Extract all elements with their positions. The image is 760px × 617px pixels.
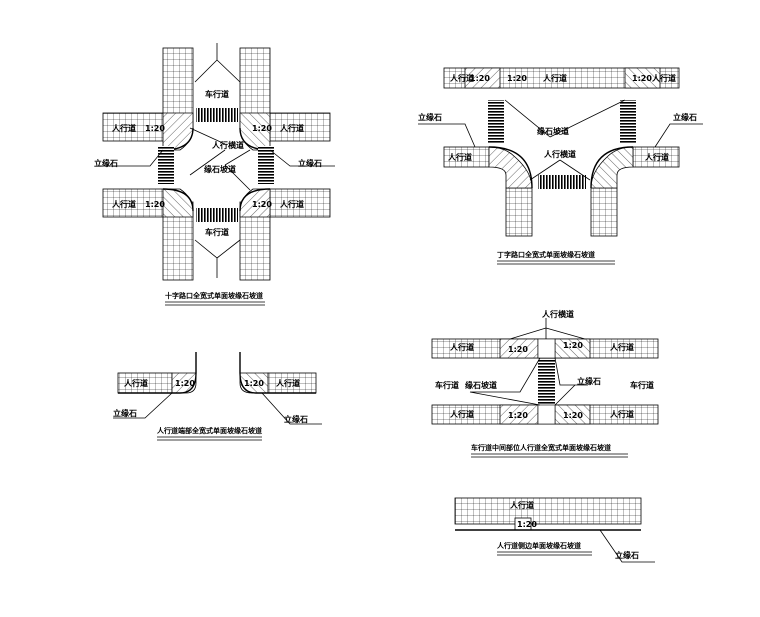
cross-slope-label-w2: 1:20 bbox=[145, 200, 165, 209]
end-sidewalk-label-2: 人行道 bbox=[276, 378, 300, 388]
cross-sidewalk-label-w2: 人行道 bbox=[112, 199, 136, 209]
mid-curb-ramp-label: 缘石坡道 bbox=[465, 380, 497, 390]
tee-slope-label-2: 1:20 bbox=[507, 74, 527, 83]
end-slope-label-2: 1:20 bbox=[244, 379, 264, 388]
mid-title: 车行道中间部位人行道全宽式单面坡缘石坡道 bbox=[471, 443, 611, 452]
tee-title: 丁字路口全宽式单面坡缘石坡道 bbox=[497, 250, 595, 259]
cross-carriageway-label-n: 车行道 bbox=[205, 89, 229, 99]
cross-title: 十字路口全宽式单面坡缘石坡道 bbox=[165, 291, 263, 300]
cross-curb-label-e: 立缘石 bbox=[298, 158, 322, 168]
mid-sidewalk-label-3: 人行道 bbox=[450, 409, 474, 419]
tee-curb-label-e: 立缘石 bbox=[673, 112, 697, 122]
tee-sidewalk-label-3: 人行道 bbox=[652, 73, 676, 83]
sidewalk-side-diagram: 人行道 1:20 立缘石 人行道侧边单面坡缘石坡道 bbox=[454, 497, 655, 563]
tee-curb-ramp-label: 缘石坡道 bbox=[537, 126, 569, 136]
cross-slope-label-e2: 1:20 bbox=[252, 200, 272, 209]
mid-sidewalk-label-4: 人行道 bbox=[610, 409, 634, 419]
end-title: 人行道端部全宽式单面坡缘石坡道 bbox=[157, 426, 262, 435]
end-curb-label-2: 立缘石 bbox=[284, 414, 308, 424]
side-curb-label: 立缘石 bbox=[615, 550, 639, 560]
cross-sidewalk-label-e2: 人行道 bbox=[280, 199, 304, 209]
mid-block-diagram: 人行横道 人行道 人行道 人行道 人行道 1:20 1:20 1:20 1:20… bbox=[431, 309, 659, 458]
mid-slope-label-3: 1:20 bbox=[508, 411, 528, 420]
tee-slope-label-1: 1:20 bbox=[470, 74, 490, 83]
tee-slope-label-3: 1:20 bbox=[632, 74, 652, 83]
side-title: 人行道侧边单面坡缘石坡道 bbox=[497, 541, 581, 550]
tee-sidewalk-label-5: 人行道 bbox=[645, 152, 669, 162]
end-sidewalk-label-1: 人行道 bbox=[124, 378, 148, 388]
tee-sidewalk-label-4: 人行道 bbox=[448, 152, 472, 162]
mid-slope-label-2: 1:20 bbox=[563, 341, 583, 350]
tee-sidewalk-label-2: 人行道 bbox=[543, 73, 567, 83]
t-intersection-diagram: 人行道 人行道 人行道 1:20 1:20 1:20 人行道 人行道 立缘石 立… bbox=[418, 67, 703, 265]
mid-sidewalk-label-1: 人行道 bbox=[450, 342, 474, 352]
tee-crosswalk-label: 人行横道 bbox=[544, 149, 576, 159]
tee-curb-label-w: 立缘石 bbox=[418, 112, 442, 122]
end-slope-label-1: 1:20 bbox=[175, 379, 195, 388]
cross-crosswalk-label: 人行横道 bbox=[212, 140, 244, 150]
mid-carriageway-label-2: 车行道 bbox=[630, 380, 654, 390]
cross-curb-label-w: 立缘石 bbox=[94, 158, 118, 168]
cross-intersection-diagram: 人行道 人行道 人行道 人行道 1:20 1:20 1:20 1:20 车行道 … bbox=[94, 43, 335, 306]
cross-sidewalk-label-w1: 人行道 bbox=[112, 123, 136, 133]
cross-slope-label-e1: 1:20 bbox=[252, 124, 272, 133]
sidewalk-end-diagram: 人行道 人行道 1:20 1:20 立缘石 立缘石 人行道端部全宽式单面坡缘石坡… bbox=[113, 352, 322, 441]
mid-curb-label: 立缘石 bbox=[577, 376, 601, 386]
mid-carriageway-label-1: 车行道 bbox=[435, 380, 459, 390]
cross-sidewalk-label-e1: 人行道 bbox=[280, 123, 304, 133]
end-curb-label-1: 立缘石 bbox=[113, 408, 137, 418]
cross-slope-label-w1: 1:20 bbox=[145, 124, 165, 133]
side-slope-label: 1:20 bbox=[517, 520, 537, 529]
cross-carriageway-label-s: 车行道 bbox=[205, 227, 229, 237]
mid-sidewalk-label-2: 人行道 bbox=[610, 342, 634, 352]
mid-crosswalk-label: 人行横道 bbox=[542, 309, 574, 319]
mid-slope-label-1: 1:20 bbox=[508, 345, 528, 354]
mid-slope-label-4: 1:20 bbox=[563, 411, 583, 420]
cross-curb-ramp-label: 缘石坡道 bbox=[204, 164, 236, 174]
side-sidewalk-label: 人行道 bbox=[510, 500, 534, 510]
tee-sidewalk-label-1: 人行道 bbox=[450, 73, 474, 83]
